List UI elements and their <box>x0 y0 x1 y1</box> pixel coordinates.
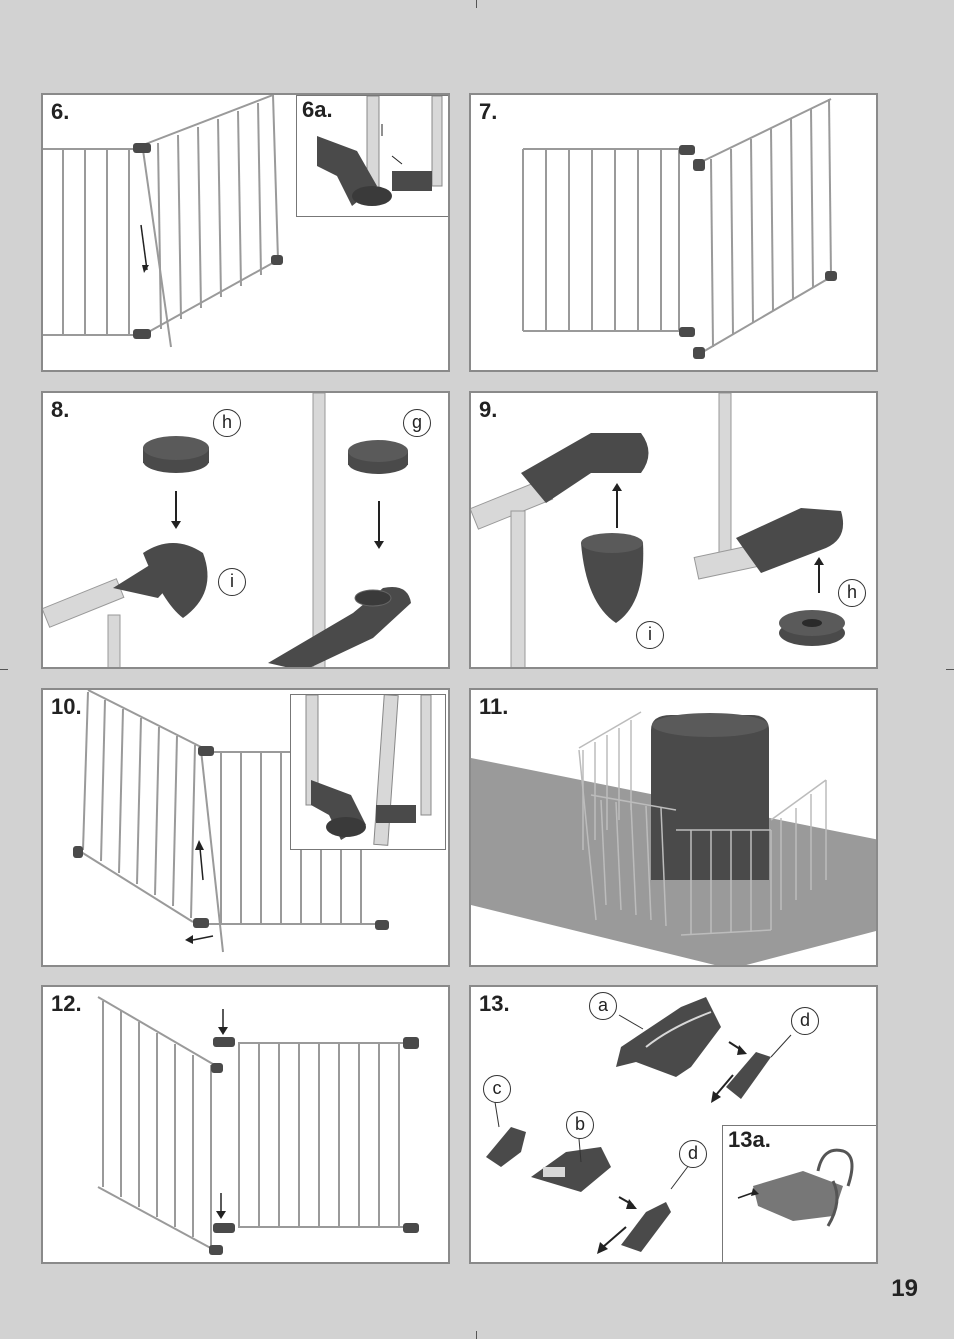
step-8-illustration <box>43 393 450 669</box>
step-12-illustration <box>43 987 450 1264</box>
step-8-panel: 8. h g i <box>41 391 450 669</box>
step-number: 12. <box>51 991 82 1017</box>
callout-h: h <box>838 579 866 607</box>
callout-i: i <box>636 621 664 649</box>
crop-mark <box>0 669 8 670</box>
step-12-panel: 12. <box>41 985 450 1264</box>
step-number: 11. <box>479 694 508 720</box>
callout-g: g <box>403 409 431 437</box>
step-number: 10. <box>51 694 82 720</box>
step-9-panel: 9. i h <box>469 391 878 669</box>
step-13-panel: 13. a d c b d 13a. <box>469 985 878 1264</box>
step-7-illustration <box>471 95 878 372</box>
step-10-inset <box>290 694 446 850</box>
step-10-panel: 10. <box>41 688 450 967</box>
callout-d: d <box>791 1007 819 1035</box>
step-number: 13. <box>479 991 510 1017</box>
step-number: 13a. <box>728 1127 771 1153</box>
step-number: 7. <box>479 99 497 125</box>
step-number: 6. <box>51 99 69 125</box>
callout-c: c <box>483 1075 511 1103</box>
step-9-illustration <box>471 393 878 669</box>
step-11-illustration <box>471 690 878 967</box>
step-13a-inset: 13a. <box>722 1125 878 1264</box>
step-11-panel: 11. <box>469 688 878 967</box>
step-number: 8. <box>51 397 69 423</box>
crop-mark <box>476 1331 477 1339</box>
step-number: 6a. <box>302 97 333 123</box>
callout-a: a <box>589 992 617 1020</box>
callout-h: h <box>213 409 241 437</box>
crop-mark <box>946 669 954 670</box>
callout-i: i <box>218 568 246 596</box>
step-6-panel: 6. 6a. <box>41 93 450 372</box>
callout-b: b <box>566 1111 594 1139</box>
crop-mark <box>476 0 477 8</box>
page-number: 19 <box>891 1275 918 1303</box>
step-10-inset-illustration <box>291 695 446 850</box>
callout-d: d <box>679 1140 707 1168</box>
step-number: 9. <box>479 397 497 423</box>
step-6a-inset: 6a. <box>296 95 450 217</box>
step-7-panel: 7. <box>469 93 878 372</box>
